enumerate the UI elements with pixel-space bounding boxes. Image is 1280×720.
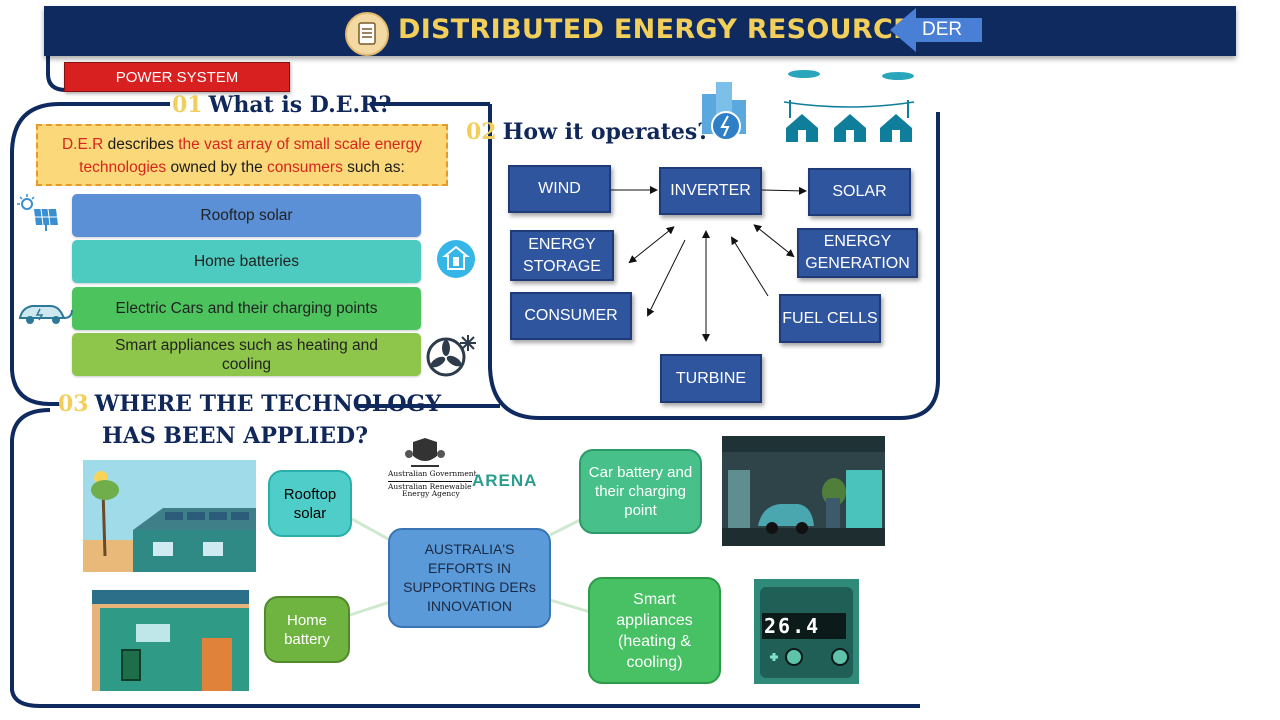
rooftop-solar-illustration [83, 460, 256, 572]
node-turbine: TURBINE [660, 354, 762, 403]
gov-line1: Australian Government [388, 469, 477, 478]
checklist-icon [345, 12, 389, 56]
node-solar: SOLAR [808, 168, 911, 216]
power-system-label: POWER SYSTEM [64, 62, 290, 92]
der-item-electric-cars: Electric Cars and their charging points [72, 287, 421, 330]
car-charging-illustration [722, 436, 885, 546]
home-battery-icon [437, 240, 475, 278]
fan-snowflake-icon [426, 335, 476, 377]
der-description: D.E.R describes the vast array of small … [36, 124, 448, 186]
title-bar [44, 6, 1236, 56]
rooftop-solar-bubble: Rooftop solar [268, 470, 352, 537]
desc-part5: consumers [267, 159, 343, 176]
desc-part6: such as: [342, 159, 405, 176]
node-energy-storage: ENERGY STORAGE [510, 230, 614, 281]
houses-power-lines-icon [783, 70, 915, 142]
gov-line3: Energy Agency [402, 489, 460, 498]
section1-title: What is D.E.R? [208, 92, 392, 118]
der-item-rooftop-solar: Rooftop solar [72, 194, 421, 237]
der-badge: DER [922, 19, 963, 40]
coat-of-arms-logo [405, 438, 445, 467]
desc-part2: describes [103, 136, 179, 153]
electric-car-icon [18, 305, 73, 324]
thermostat-reading: 26.4 [764, 614, 821, 638]
der-item-smart-appliances: Smart appliances such as heating and coo… [72, 333, 421, 376]
node-inverter: INVERTER [659, 167, 762, 215]
node-fuel-cells: FUEL CELLS [779, 294, 881, 343]
arena-logo-text: ARENA [472, 471, 538, 490]
car-battery-bubble: Car battery and their charging point [579, 449, 702, 534]
section1-number: 01 [172, 92, 203, 118]
home-battery-bubble: Home battery [264, 596, 350, 663]
der-item-home-batteries: Home batteries [72, 240, 421, 283]
section3-title-line1: WHERE THE TECHNOLOGY [94, 391, 442, 417]
node-wind: WIND [508, 165, 611, 213]
desc-part4: owned by the [166, 159, 268, 176]
solar-panel-icon [17, 194, 58, 231]
home-battery-illustration [92, 590, 249, 691]
section3-number: 03 [58, 391, 89, 417]
section3-title-line2: HAS BEEN APPLIED? [102, 423, 368, 449]
gov-line2: Australian Renewable [388, 481, 472, 491]
desc-part3: the vast array of small scale energy tec… [79, 136, 423, 176]
center-bubble: AUSTRALIA'S EFFORTS IN SUPPORTING DERs I… [388, 528, 551, 628]
arrow-left-icon [890, 8, 982, 52]
section2-title: How it operates? [502, 119, 711, 145]
thermostat-illustration [754, 579, 859, 684]
city-energy-icon [702, 82, 746, 141]
page-title: DISTRIBUTED ENERGY RESOURCES [398, 14, 932, 45]
node-consumer: CONSUMER [510, 292, 632, 340]
node-energy-generation: ENERGY GENERATION [797, 228, 918, 278]
desc-part1: D.E.R [61, 136, 104, 153]
smart-appliances-bubble: Smart appliances (heating & cooling) [588, 577, 721, 684]
section2-number: 02 [466, 119, 497, 145]
